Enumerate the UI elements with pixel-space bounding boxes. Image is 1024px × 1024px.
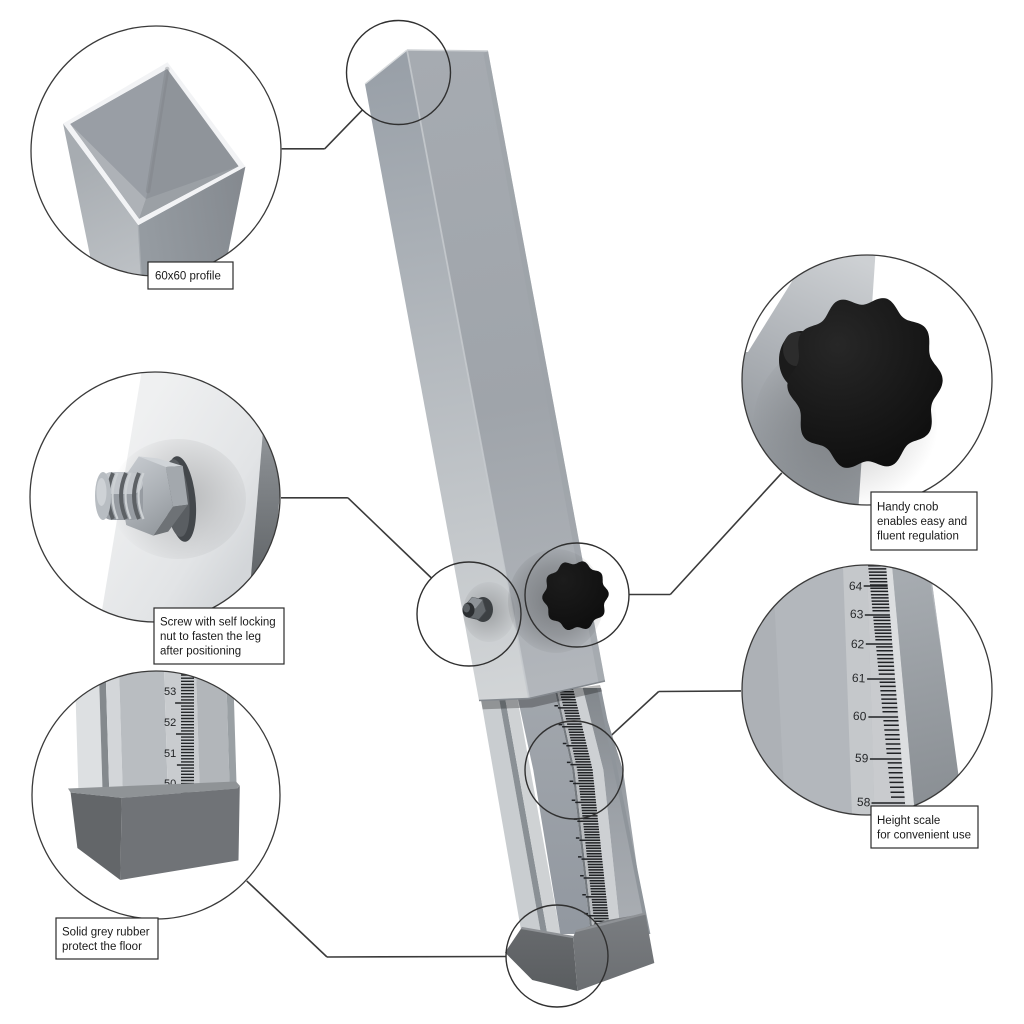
svg-text:Handy cnob: Handy cnob — [877, 502, 938, 514]
svg-text:64: 64 — [849, 579, 863, 594]
svg-text:protect the floor: protect the floor — [62, 941, 142, 953]
svg-text:52: 52 — [164, 717, 176, 729]
svg-text:53: 53 — [164, 686, 176, 698]
svg-text:Height scale: Height scale — [877, 815, 940, 827]
svg-text:for convenient use: for convenient use — [877, 829, 971, 841]
svg-text:63: 63 — [850, 607, 864, 622]
svg-text:51: 51 — [164, 748, 176, 760]
svg-text:58: 58 — [857, 795, 871, 810]
svg-text:62: 62 — [851, 637, 865, 652]
svg-text:60: 60 — [853, 709, 867, 724]
svg-text:61: 61 — [852, 671, 866, 686]
svg-text:enables easy and: enables easy and — [877, 516, 967, 528]
svg-text:Solid grey rubber: Solid grey rubber — [62, 926, 150, 938]
svg-text:fluent regulation: fluent regulation — [877, 531, 959, 543]
svg-text:59: 59 — [855, 751, 869, 766]
svg-text:nut to fasten the leg: nut to fasten the leg — [160, 631, 261, 643]
svg-text:after positioning: after positioning — [160, 646, 241, 658]
svg-text:60x60 profile: 60x60 profile — [155, 271, 221, 283]
svg-text:Screw with self locking: Screw with self locking — [160, 617, 276, 629]
